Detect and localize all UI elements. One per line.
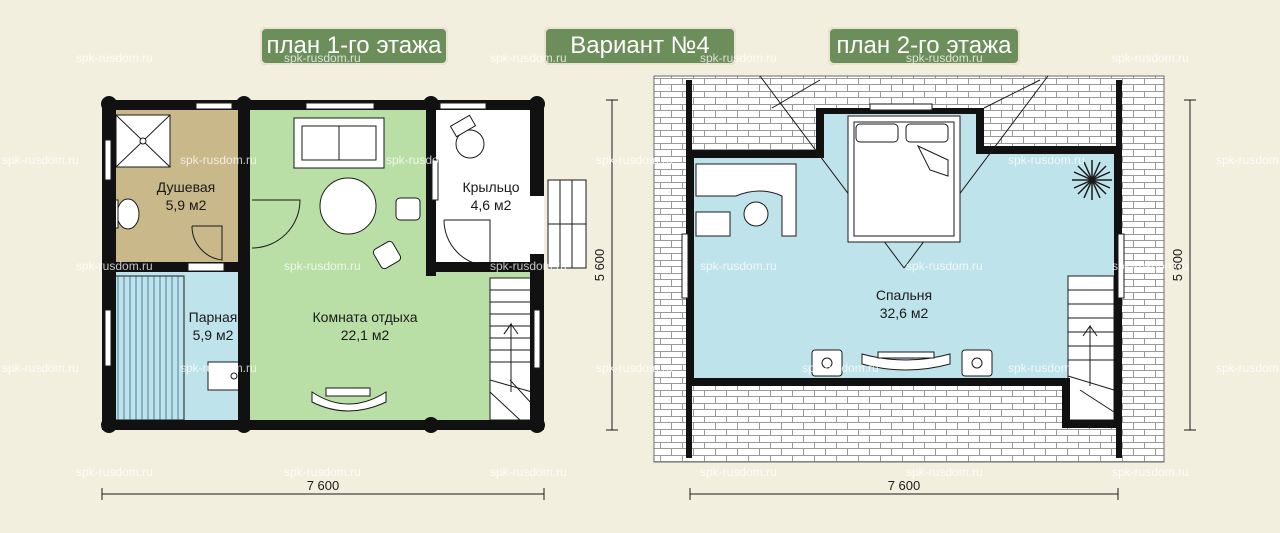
room-name-steam: Парная (189, 309, 238, 325)
watermark: spk-rusdom.ru (906, 51, 983, 65)
floor1-height-dimension: 5 600 (592, 249, 607, 282)
watermark: spk-rusdom.ru (76, 259, 153, 273)
watermark: spk-rusdom.ru (2, 153, 79, 167)
watermark: spk-rusdom.ru (596, 361, 673, 375)
room-area-lounge: 22,1 м2 (341, 327, 390, 343)
floor2-plan: Спальня 32,6 м2 7 600 5 600 (653, 75, 1196, 500)
steam-room-area (110, 270, 242, 422)
watermark: spk-rusdom.ru (1216, 153, 1280, 167)
watermark: spk-rusdom.ru (906, 259, 983, 273)
floor2-title: план 2-го этажа (828, 27, 1020, 65)
watermark: spk-rusdom.ru (700, 259, 777, 273)
watermark: spk-rusdom.ru (386, 153, 463, 167)
watermark: spk-rusdom.ru (490, 51, 567, 65)
watermark: spk-rusdom.ru (284, 465, 361, 479)
watermark: spk-rusdom.ru (1112, 465, 1189, 479)
watermark: spk-rusdom.ru (490, 465, 567, 479)
room-name-lounge: Комната отдыха (313, 309, 418, 325)
watermark: spk-rusdom.ru (76, 465, 153, 479)
watermark: spk-rusdom.ru (596, 153, 673, 167)
floor1-title: план 1-го этажа (260, 27, 448, 65)
watermark: spk-rusdom.ru (1112, 51, 1189, 65)
floor1-plan: Душевая 5,9 м2 Крыльцо 4,6 м2 Парная 5,9… (101, 96, 618, 500)
variant-title: Вариант №4 (544, 27, 736, 65)
room-area-steam: 5,9 м2 (193, 327, 234, 343)
floor2-height-dimension: 5 600 (1170, 249, 1185, 282)
watermark: spk-rusdom.ru (284, 259, 361, 273)
watermark: spk-rusdom.ru (284, 51, 361, 65)
room-name-shower: Душевая (157, 179, 215, 195)
watermark: spk-rusdom.ru (1008, 153, 1085, 167)
watermark: spk-rusdom.ru (700, 465, 777, 479)
watermarks: spk-rusdom.ru spk-rusdom.ru spk-rusdom.r… (2, 51, 1280, 479)
lounge-area-lower (246, 270, 536, 422)
watermark: spk-rusdom.ru (490, 259, 567, 273)
watermark: spk-rusdom.ru (1008, 361, 1085, 375)
floor2-width-dimension: 7 600 (888, 478, 921, 493)
watermark: spk-rusdom.ru (1216, 361, 1280, 375)
watermark: spk-rusdom.ru (700, 51, 777, 65)
room-area-shower: 5,9 м2 (166, 197, 207, 213)
room-area-bedroom: 32,6 м2 (880, 305, 929, 321)
porch-area (436, 108, 536, 270)
watermark: spk-rusdom.ru (906, 465, 983, 479)
watermark: spk-rusdom.ru (2, 361, 79, 375)
watermark: spk-rusdom.ru (802, 361, 879, 375)
floor1-width-dimension: 7 600 (307, 478, 340, 493)
room-area-porch: 4,6 м2 (471, 197, 512, 213)
room-name-bedroom: Спальня (876, 287, 932, 303)
watermark: spk-rusdom.ru (76, 51, 153, 65)
watermark: spk-rusdom.ru (180, 361, 257, 375)
watermark: spk-rusdom.ru (1112, 259, 1189, 273)
room-name-porch: Крыльцо (462, 179, 519, 195)
watermark: spk-rusdom.ru (180, 153, 257, 167)
